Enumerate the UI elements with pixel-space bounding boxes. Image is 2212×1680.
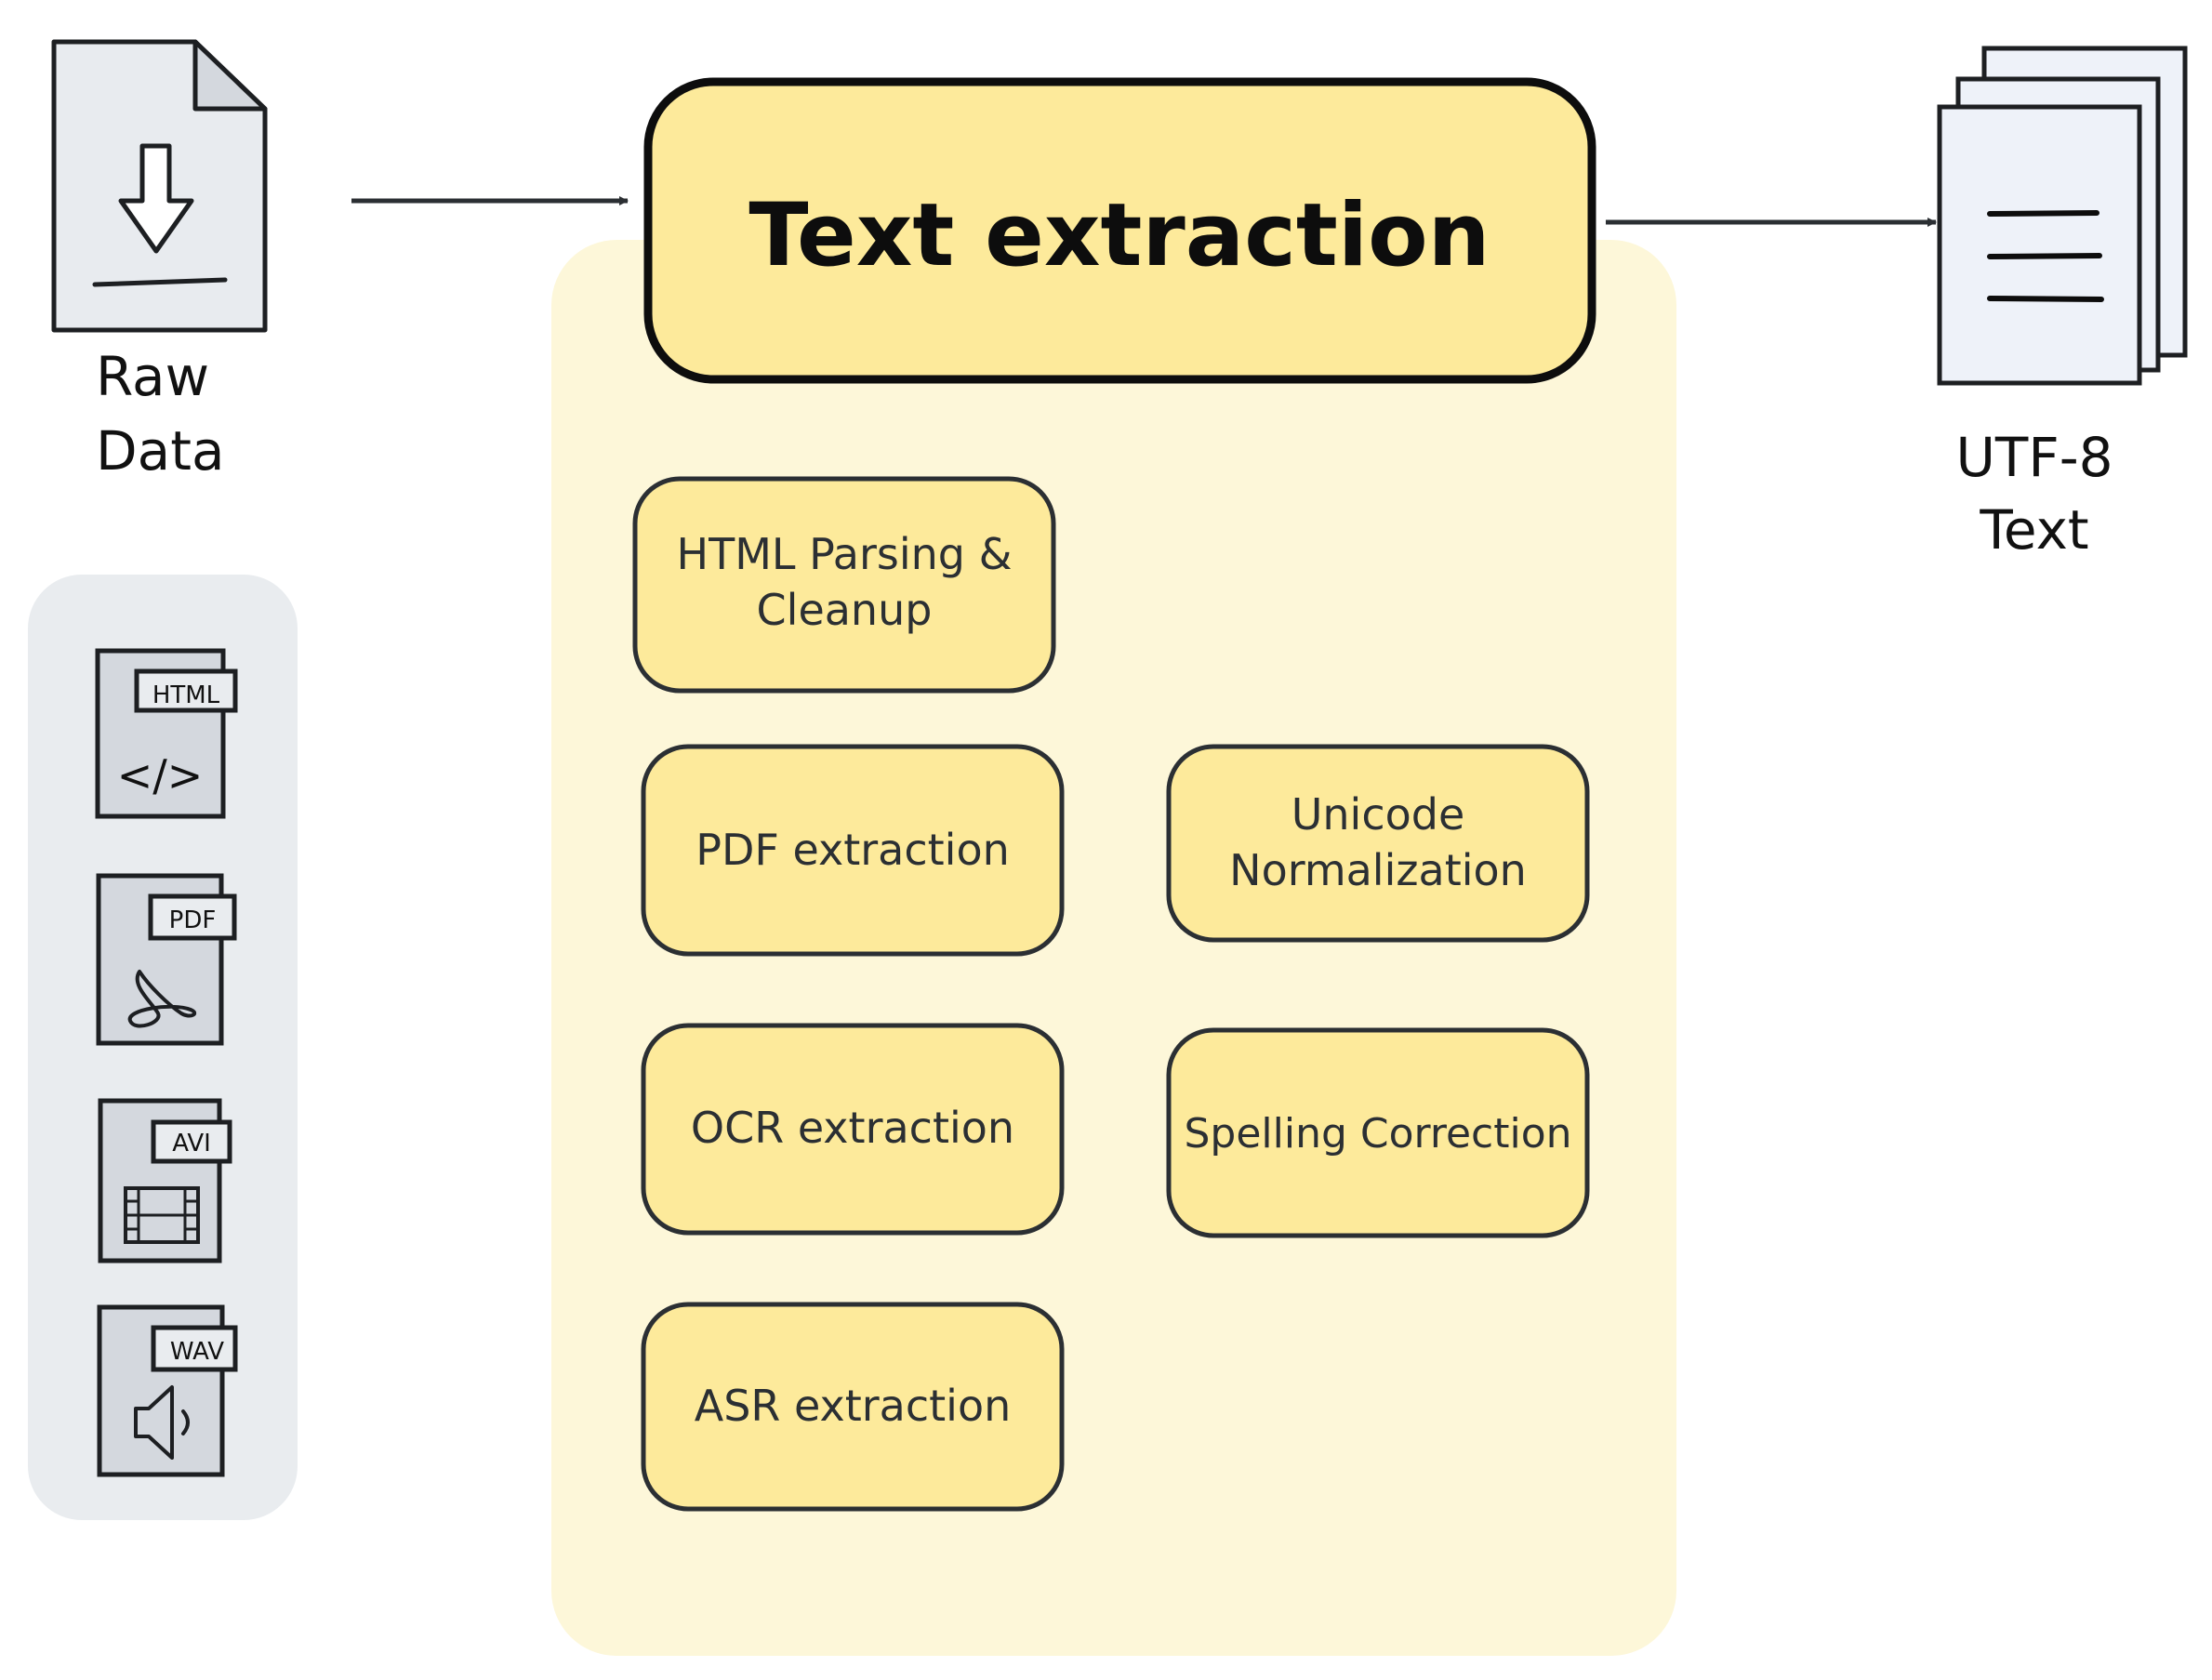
raw-data-label: Raw [96,345,209,408]
speaker-icon [134,1385,190,1460]
step-label: Unicode [1291,789,1465,840]
utf8-text-label-line2: Text [1979,498,2088,562]
pdf-icon [127,970,197,1028]
step-ocr-extraction: OCR extraction [641,1023,1065,1236]
code-icon: </> [117,750,204,800]
step-label: PDF extraction [695,825,1010,875]
step-label: ASR extraction [695,1381,1012,1431]
text-extraction-header [643,77,1596,384]
step-spelling-correction: Spelling Correction [1166,1027,1590,1238]
step-label: Spelling Correction [1184,1110,1571,1157]
step-html-parsing: HTML Parsing & Cleanup [632,476,1056,694]
step-label-line2: Cleanup [757,585,933,635]
wav-file-icon: WAV [97,1304,238,1477]
html-tag: HTML [152,681,220,709]
avi-tag: AVI [172,1130,211,1157]
html-file-icon: HTML </> [95,648,238,819]
raw-data-label-line2: Data [96,419,225,483]
step-label: HTML Parsing & [677,529,1013,579]
step-unicode-normalization: Unicode Normalization [1166,744,1590,943]
film-icon [124,1186,200,1244]
step-asr-extraction: ASR extraction [641,1302,1065,1512]
utf8-text-stack-icon [1937,46,2188,386]
pdf-tag: PDF [169,906,217,934]
step-pdf-extraction: PDF extraction [641,744,1065,957]
raw-data-document-icon [51,39,268,333]
pdf-file-icon: PDF [96,873,237,1046]
step-label: OCR extraction [691,1103,1014,1153]
utf8-text-label: UTF-8 [1955,426,2113,489]
avi-file-icon: AVI [98,1098,232,1263]
step-label-line2: Normalization [1229,845,1527,895]
wav-tag: WAV [170,1338,224,1366]
text-extraction-title: Text extraction [748,185,1490,286]
